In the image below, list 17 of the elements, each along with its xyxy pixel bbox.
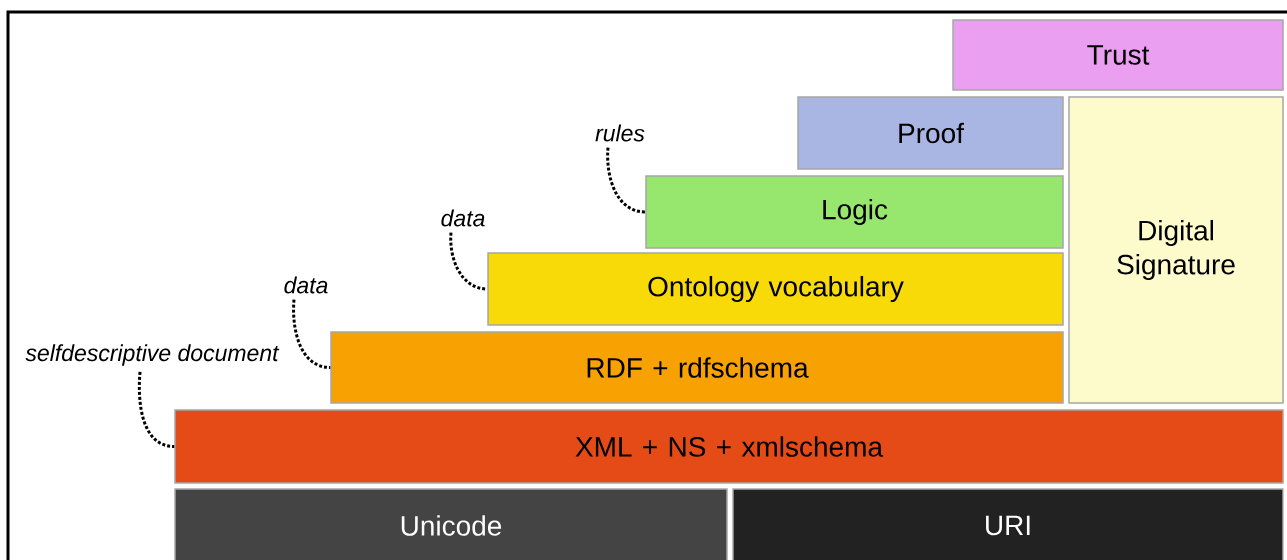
layer-box: Proof	[797, 96, 1064, 170]
leader-line	[606, 147, 646, 214]
annotation-text: rules	[595, 124, 645, 142]
leader-line	[449, 232, 488, 291]
layer-box: Logic	[645, 175, 1064, 249]
layer-box: URI	[732, 488, 1284, 560]
annotation-text: selfdescriptive document	[25, 344, 280, 366]
layer-box: Ontology vocabulary	[487, 252, 1064, 326]
annotation-text: data	[284, 276, 328, 294]
layer-box: Trust	[952, 19, 1284, 91]
leader-line	[292, 299, 331, 369]
layer-box: RDF + rdfschema	[330, 331, 1064, 404]
annotation-text: data	[441, 209, 485, 227]
layer-box: Digital Signature	[1068, 96, 1284, 404]
layer-box: XML + NS + xmlschema	[174, 409, 1284, 484]
layer-box: Unicode	[174, 488, 728, 560]
leader-line	[137, 371, 175, 448]
